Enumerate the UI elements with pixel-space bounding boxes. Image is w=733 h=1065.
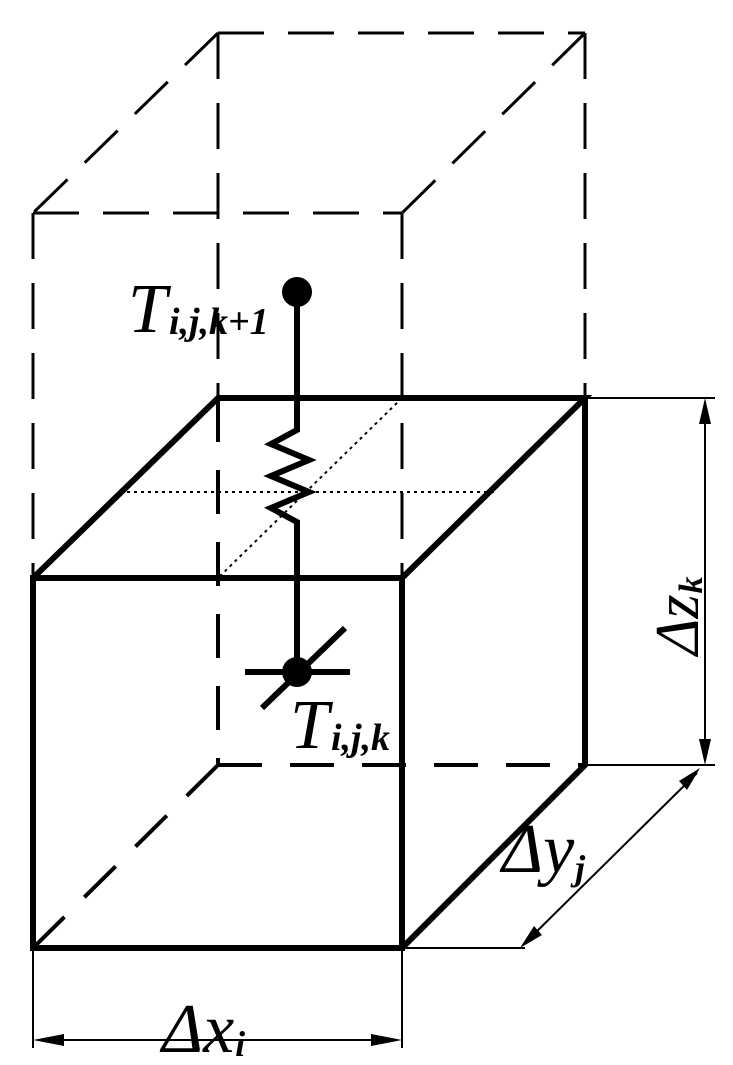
center-node-crosshair: [245, 625, 350, 711]
main-cell-right-face: [399, 398, 588, 951]
dimension-dx: [32, 950, 403, 1048]
main-cell: [30, 395, 593, 951]
upper-cell-top-right-diagonal: [400, 31, 587, 215]
label-t-upper-symbol: T: [128, 271, 172, 348]
top-face-midlines: [127, 397, 495, 579]
label-dz: Δzk: [644, 576, 712, 658]
label-t-center-subscript: i,j,k: [331, 717, 390, 759]
dimension-dx-arrowheads: [33, 1034, 402, 1046]
label-dy-symbol: Δy: [499, 811, 575, 888]
label-t-center: Ti,j,k: [290, 687, 390, 764]
upper-cell-top-left-diagonal: [31, 31, 220, 215]
upper-node-dot: [282, 277, 312, 307]
label-dx-symbol: Δx: [159, 991, 234, 1065]
hidden-bottom-diagonal-edge: [31, 763, 220, 950]
dimension-dz-arrowheads: [699, 398, 711, 765]
label-t-upper: Ti,j,k+1: [128, 271, 269, 348]
dimension-dy: [402, 764, 705, 949]
label-dx: Δxi: [159, 991, 245, 1065]
label-dz-symbol: Δz: [644, 594, 712, 658]
top-face-midline-y: [217, 397, 403, 579]
thermal-resistance-link: [263, 292, 317, 672]
main-cell-front-face: [30, 575, 405, 951]
label-t-upper-subscript: i,j,k+1: [169, 301, 269, 343]
label-dz-subscript: k: [673, 576, 710, 593]
label-t-center-symbol: T: [290, 687, 334, 764]
label-dx-subscript: i: [235, 1024, 245, 1064]
label-dy: Δyj: [499, 811, 586, 888]
upper-neighbor-cell: [31, 31, 587, 578]
dimension-dy-arrowheads: [520, 768, 700, 948]
main-cell-top-face: [30, 395, 593, 581]
